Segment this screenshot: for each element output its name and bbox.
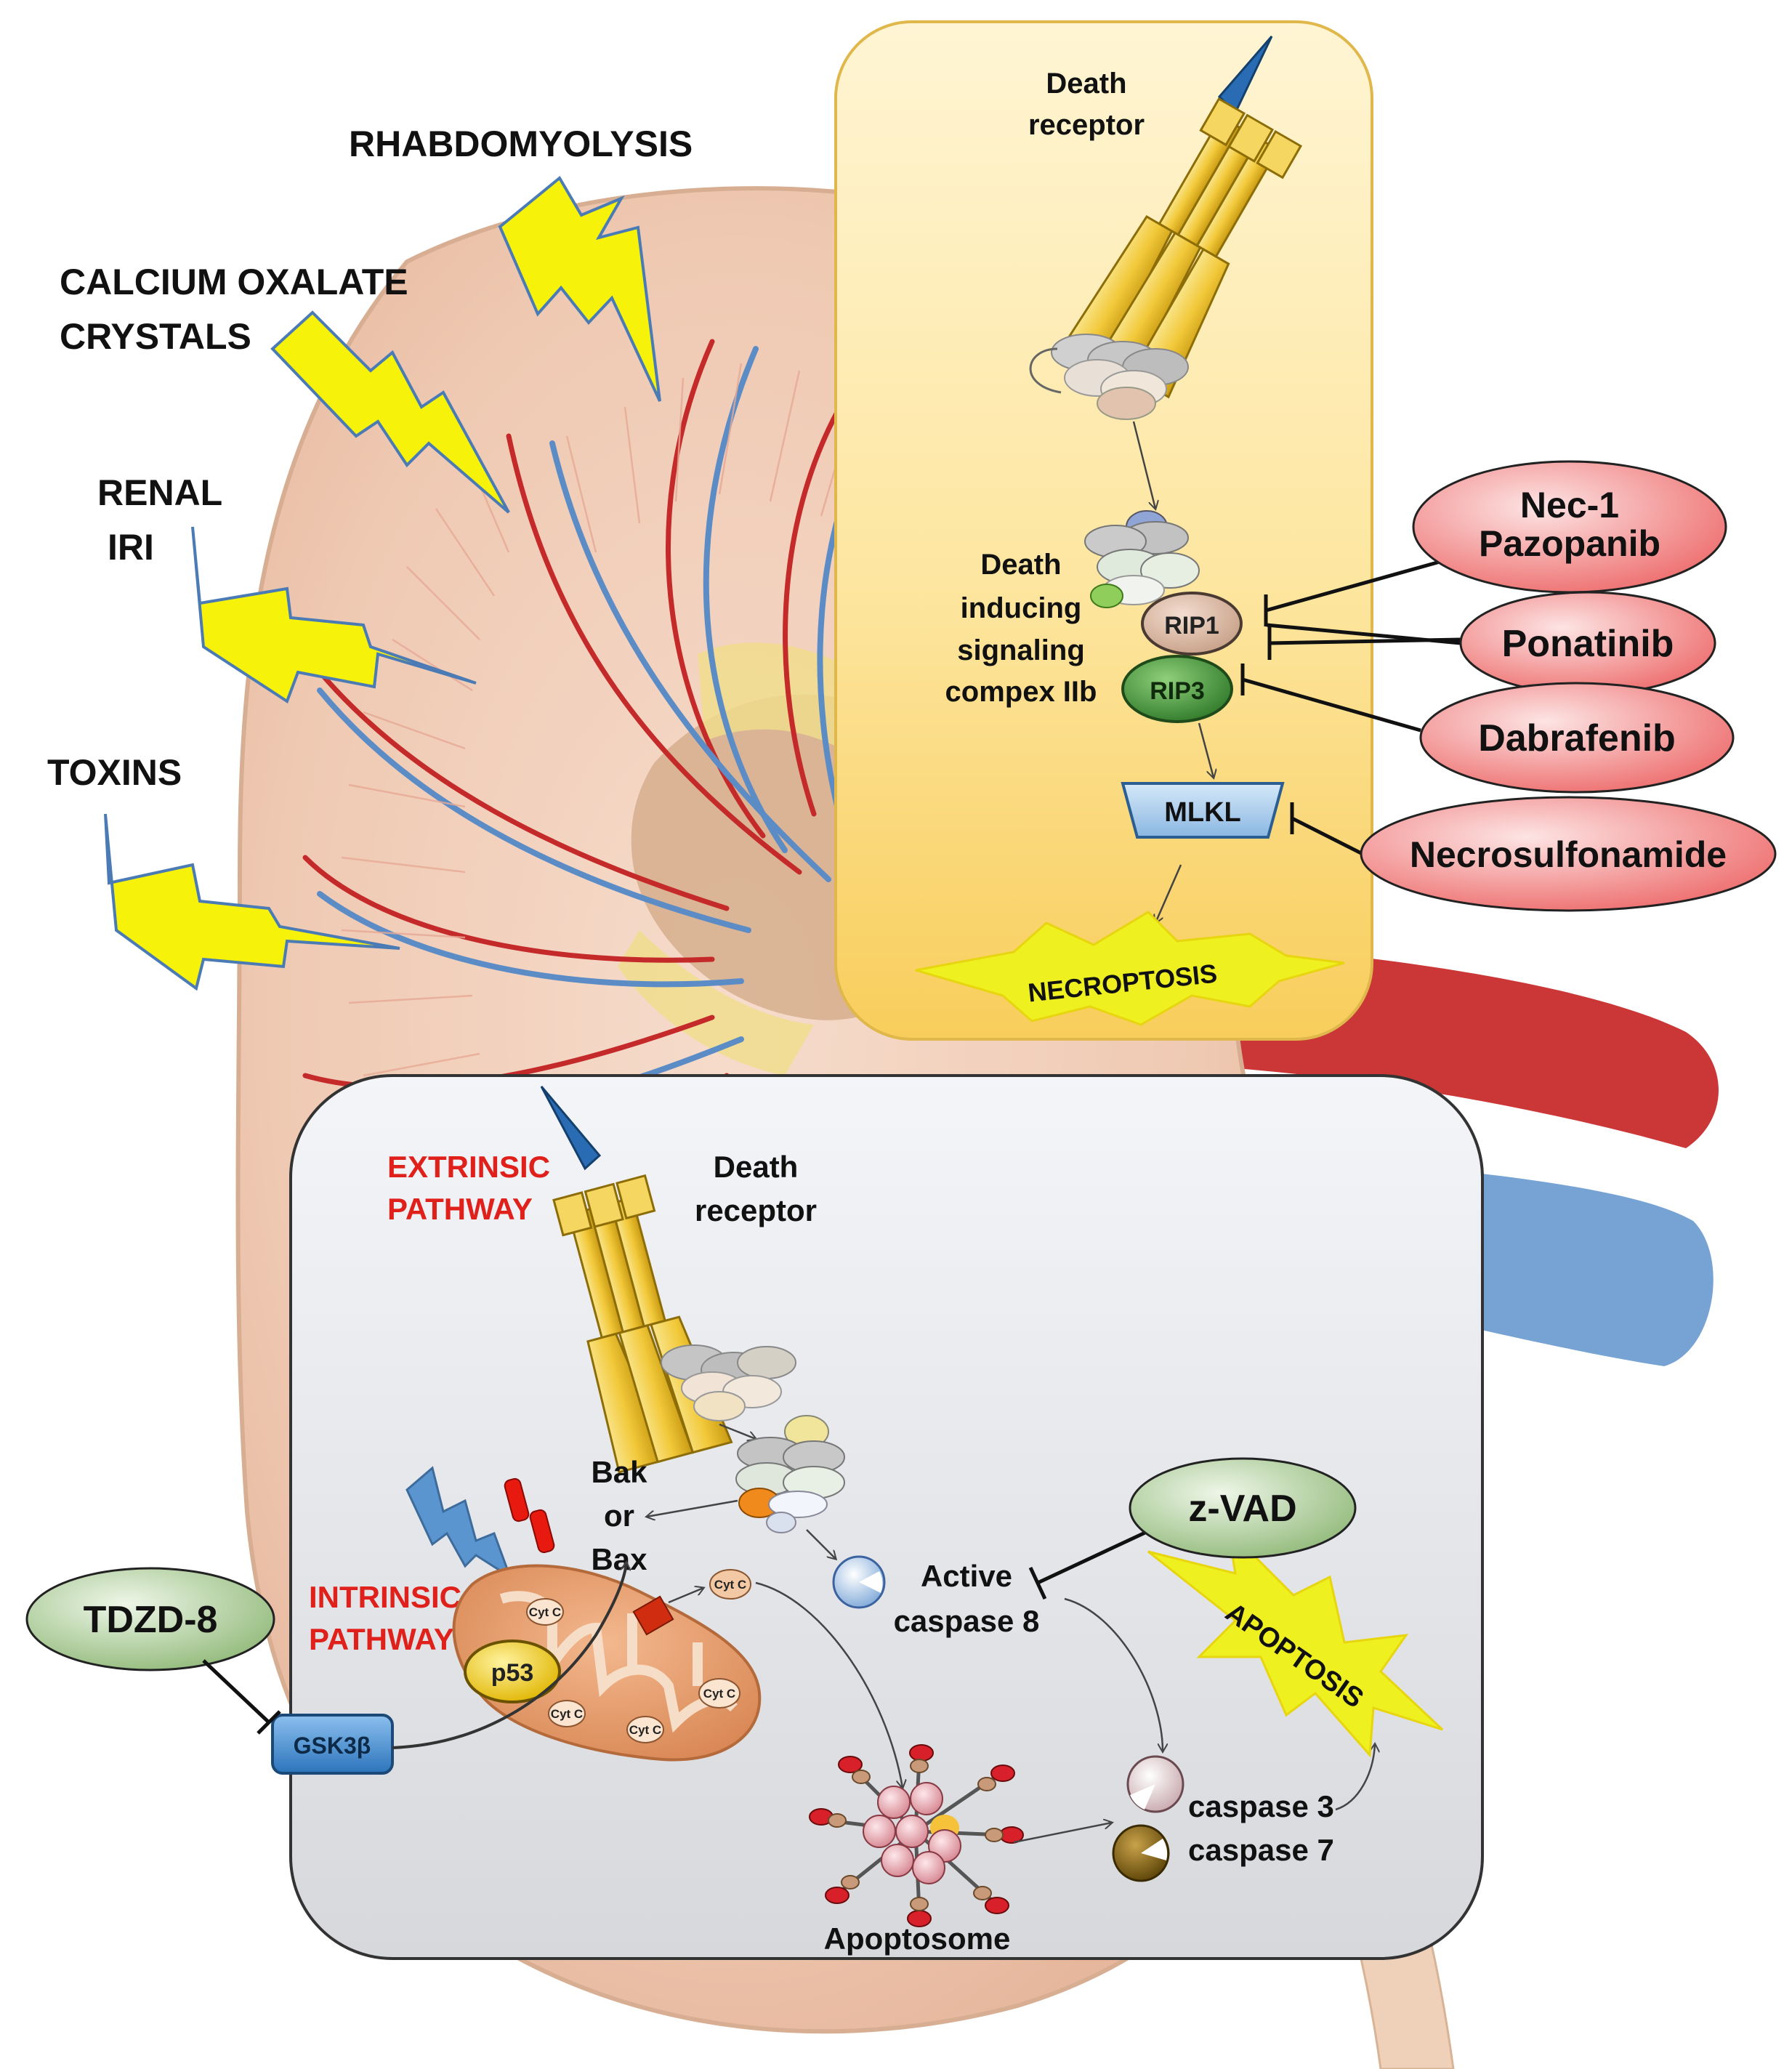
bolt-rhabdomyolysis-icon xyxy=(498,175,661,402)
label-renal-line2: IRI xyxy=(108,527,154,568)
ponatinib-label: Ponatinib xyxy=(1502,623,1674,665)
necroptosis-panel: RIP1 RIP3 Death inducing signaling compe… xyxy=(834,20,1461,1041)
arrow-receptor-to-complex xyxy=(1132,421,1155,509)
cytc-icons: Cyt C Cyt C Cyt C Cyt C Cyt C xyxy=(526,1569,751,1743)
necroptosis-inhibitors: Nec-1 Pazopanib Ponatinib Dabrafenib Nec… xyxy=(1360,460,1777,912)
gsk3b-to-bax-curve xyxy=(392,1562,626,1749)
label-rhabdomyolysis: RHABDOMYOLYSIS xyxy=(349,124,693,164)
extrinsic-label-line2: PATHWAY xyxy=(387,1192,533,1226)
necroptosis-inhibition-lines xyxy=(1240,559,1461,856)
stress-bolt-icon xyxy=(405,1466,512,1580)
arrow-caspase8-to-caspase3 xyxy=(1064,1597,1163,1751)
inhibitor-dabrafenib: Dabrafenib xyxy=(1419,682,1735,794)
tdzd8-label: TDZD-8 xyxy=(84,1599,218,1641)
complex-iib-label-line4: compex IIb xyxy=(945,676,1097,708)
arrow-apoptosome-to-caspases xyxy=(1013,1823,1112,1844)
inhibitor-necrosulfonamide: Necrosulfonamide xyxy=(1360,796,1777,912)
inhibitor-ponatinib: Ponatinib xyxy=(1459,591,1716,695)
intrinsic-label-line2: PATHWAY xyxy=(309,1622,454,1656)
p53-node: p53 xyxy=(464,1640,561,1703)
p53-label: p53 xyxy=(491,1659,534,1687)
cytc-molecule: Cyt C xyxy=(526,1598,564,1626)
bolt-calcium-oxalate-icon xyxy=(270,310,510,514)
cytc-released: Cyt C xyxy=(709,1569,751,1600)
necrosulfonamide-label: Necrosulfonamide xyxy=(1410,834,1727,875)
arrow-mlkl-to-necroptosis xyxy=(1155,864,1182,923)
bax-label: Bax xyxy=(591,1542,647,1576)
cytc-molecule: Cyt C xyxy=(626,1716,664,1743)
label-renal-line1: RENAL xyxy=(97,472,222,513)
apo-adaptor-cluster xyxy=(661,1344,796,1421)
cytc-molecule: Cyt C xyxy=(548,1700,586,1727)
bak-bax-channels-icon xyxy=(504,1477,555,1554)
pazopanib-label: Pazopanib xyxy=(1479,523,1660,564)
cytc-molecule: Cyt C xyxy=(698,1678,740,1709)
necroptosis-burst: NECROPTOSIS xyxy=(915,911,1345,1026)
cytc-label: Cyt C xyxy=(714,1578,746,1592)
apo-ligand-icon xyxy=(540,1086,602,1171)
insult-labels: RHABDOMYOLYSIS CALCIUM OXALATE CRYSTALS … xyxy=(47,124,693,793)
inhibitor-tdzd8: TDZD-8 xyxy=(25,1567,275,1671)
caspase7-node xyxy=(1112,1824,1170,1882)
mlkl-label: MLKL xyxy=(1164,797,1241,828)
label-toxins: TOXINS xyxy=(47,752,182,793)
complex-iib-icon xyxy=(1084,510,1200,608)
or-label: or xyxy=(604,1499,634,1533)
inhibitor-zvad: z-VAD xyxy=(1129,1457,1357,1559)
apoptosome-icon xyxy=(809,1744,1024,1927)
tdzd8-inhibition-line xyxy=(202,1659,281,1735)
death-receptor-top-line1: Death xyxy=(1046,68,1126,100)
cytc-label: Cyt C xyxy=(551,1707,583,1721)
arrow-pore-to-cytc xyxy=(668,1588,703,1604)
intrinsic-label-line1: INTRINSIC xyxy=(309,1580,461,1614)
bak-label: Bak xyxy=(591,1455,647,1489)
complex-iib-label-line1: Death xyxy=(980,549,1061,581)
insult-bolts xyxy=(104,175,661,991)
caspase7-label: caspase 7 xyxy=(1188,1833,1334,1867)
apoptosis-panel: EXTRINSIC PATHWAY INTRINSIC PATHWAY xyxy=(271,1074,1484,1960)
arrow-receptor-to-disc xyxy=(719,1423,756,1439)
arrow-cytc-to-apoptosome xyxy=(755,1581,903,1788)
caspase8-node xyxy=(832,1555,886,1609)
mlkl-node: MLKL xyxy=(1121,782,1285,839)
label-calcium-oxalate-line1: CALCIUM OXALATE xyxy=(60,262,408,302)
arrow-caspases-to-apoptosis xyxy=(1335,1744,1375,1811)
apo-death-receptor-line2: receptor xyxy=(695,1193,817,1227)
arrow-disc-to-caspase8 xyxy=(806,1529,836,1559)
rip3-node: RIP3 xyxy=(1121,655,1233,723)
apoptosis-inhibitors: z-VAD TDZD-8 xyxy=(25,1457,1357,1735)
complex-iib-label-line3: signaling xyxy=(957,634,1085,666)
apo-death-receptor-line1: Death xyxy=(714,1150,799,1184)
nec1-label: Nec-1 xyxy=(1520,485,1619,525)
extrinsic-label-line1: EXTRINSIC xyxy=(387,1150,550,1184)
complex-iib-label-line2: inducing xyxy=(961,592,1082,624)
caspase3-label: caspase 3 xyxy=(1188,1789,1334,1823)
zvad-label: z-VAD xyxy=(1188,1488,1296,1530)
dabrafenib-label: Dabrafenib xyxy=(1478,717,1676,759)
active-caspase8-line1: Active xyxy=(921,1559,1012,1593)
cytc-label: Cyt C xyxy=(629,1723,661,1737)
cytc-label: Cyt C xyxy=(703,1687,735,1701)
rip1-node: RIP1 xyxy=(1141,592,1243,656)
disc-complex-icon xyxy=(735,1415,845,1533)
active-caspase8-line2: caspase 8 xyxy=(894,1604,1040,1638)
zvad-inhibition-line xyxy=(1028,1524,1161,1600)
arrow-disc-to-bak xyxy=(647,1499,738,1517)
arrow-rip3-to-mlkl xyxy=(1198,722,1214,778)
rip1-label: RIP1 xyxy=(1164,612,1219,640)
death-receptor-top-line2: receptor xyxy=(1028,109,1145,141)
cytc-label: Cyt C xyxy=(529,1605,561,1619)
rip3-label: RIP3 xyxy=(1150,677,1205,705)
caspase3-node xyxy=(1126,1755,1184,1813)
gsk3b-label: GSK3β xyxy=(294,1733,371,1759)
label-calcium-oxalate-line2: CRYSTALS xyxy=(60,316,251,357)
mito-pore-icon xyxy=(632,1595,674,1636)
apoptosome-label: Apoptosome xyxy=(824,1921,1011,1956)
gsk3b-node: GSK3β xyxy=(271,1714,394,1775)
bolt-toxins-icon xyxy=(104,813,400,991)
bolt-renal-iri-icon xyxy=(191,526,477,704)
adaptor-cluster-top xyxy=(1029,334,1189,420)
inhibitor-nec1-pazopanib: Nec-1 Pazopanib xyxy=(1412,460,1727,594)
